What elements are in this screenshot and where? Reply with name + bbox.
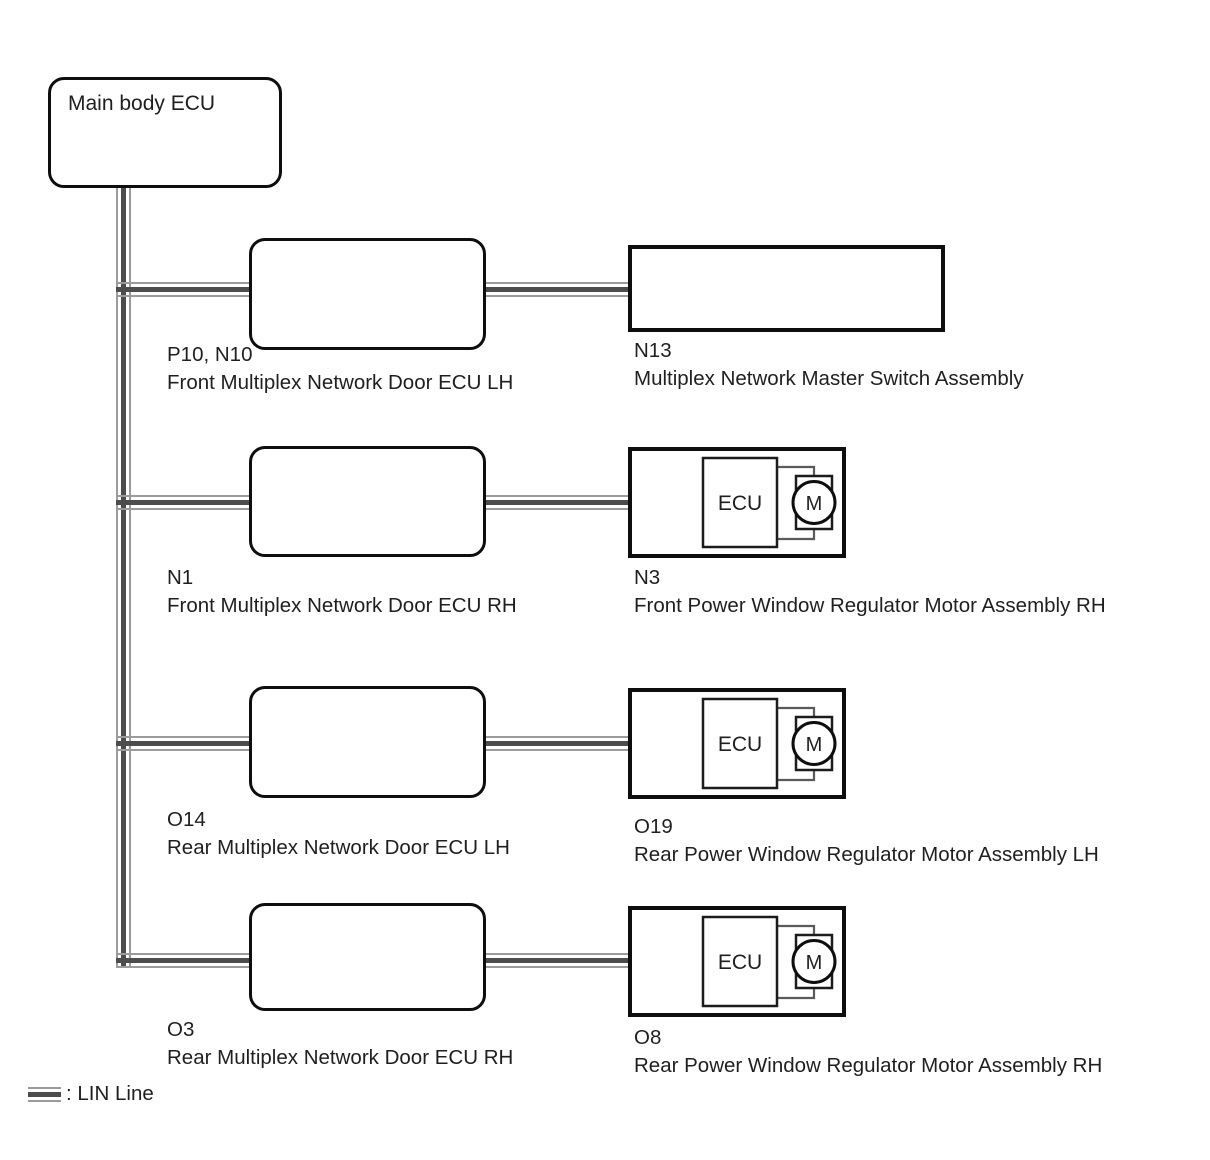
motor-assembly-box-row4: ECU M: [628, 906, 846, 1017]
motor-circle: [791, 939, 837, 984]
label-row4-right: O8 Rear Power Window Regulator Motor Ass…: [634, 1024, 1102, 1080]
inner-ecu-box: [701, 697, 779, 790]
label-row1-left-name: Front Multiplex Network Door ECU LH: [167, 371, 514, 394]
legend: : LIN Line: [28, 1082, 154, 1106]
label-row3-left-code: O14: [167, 808, 206, 831]
label-row3-right-code: O19: [634, 815, 673, 838]
label-row3-left-name: Rear Multiplex Network Door ECU LH: [167, 836, 510, 859]
inner-ecu-box: [701, 456, 779, 549]
inner-ecu-label: ECU: [718, 492, 762, 515]
inner-ecu-label: ECU: [718, 733, 762, 756]
label-row2-right-code: N3: [634, 566, 661, 589]
motor-assembly-box-row3: ECU M: [628, 688, 846, 799]
master-switch-box: [628, 245, 945, 332]
door-ecu-box-row4: [249, 903, 486, 1011]
label-row2-right: N3 Front Power Window Regulator Motor As…: [634, 564, 1106, 620]
label-row3-right: O19 Rear Power Window Regulator Motor As…: [634, 813, 1099, 869]
lin-line-symbol: [28, 1086, 61, 1102]
motor-assembly-graphic: ECU M: [628, 688, 846, 799]
main-body-ecu-label: Main body ECU: [68, 92, 216, 115]
label-row1-right-code: N13: [634, 339, 672, 362]
label-row4-left-code: O3: [167, 1018, 195, 1041]
motor-m-label: M: [806, 734, 823, 756]
label-row2-right-name: Front Power Window Regulator Motor Assem…: [634, 594, 1106, 617]
lin-branch-row2-left: [116, 495, 253, 510]
door-ecu-box-row2: [249, 446, 486, 557]
motor-assembly-graphic: ECU M: [628, 447, 846, 558]
label-row1-left-code: P10, N10: [167, 343, 253, 366]
door-ecu-box-row3: [249, 686, 486, 798]
lin-trunk-line: [116, 188, 131, 968]
lin-branch-row4-left: [116, 953, 253, 968]
label-row4-right-code: O8: [634, 1026, 662, 1049]
label-row2-left-code: N1: [167, 566, 194, 589]
label-row3-left: O14 Rear Multiplex Network Door ECU LH: [167, 806, 510, 862]
label-row1-left: P10, N10 Front Multiplex Network Door EC…: [167, 341, 513, 397]
label-row1-right: N13 Multiplex Network Master Switch Asse…: [634, 337, 1024, 393]
label-row4-left-name: Rear Multiplex Network Door ECU RH: [167, 1046, 514, 1069]
motor-m-label: M: [806, 493, 823, 515]
label-row2-left-name: Front Multiplex Network Door ECU RH: [167, 594, 517, 617]
lin-branch-row1-left: [116, 282, 253, 297]
inner-ecu-label: ECU: [718, 951, 762, 974]
motor-circle: [791, 480, 837, 525]
lin-branch-row2-right: [482, 495, 632, 510]
lin-branch-row3-right: [482, 736, 632, 751]
label-row1-right-name: Multiplex Network Master Switch Assembly: [634, 367, 1024, 390]
lin-branch-row4-right: [482, 953, 632, 968]
door-ecu-box-row1: [249, 238, 486, 350]
label-row4-left: O3 Rear Multiplex Network Door ECU RH: [167, 1016, 513, 1072]
label-row4-right-name: Rear Power Window Regulator Motor Assemb…: [634, 1054, 1103, 1077]
motor-assembly-graphic: ECU M: [628, 906, 846, 1017]
motor-assembly-box-row2: ECU M: [628, 447, 846, 558]
lin-branch-row1-right: [482, 282, 632, 297]
label-row3-right-name: Rear Power Window Regulator Motor Assemb…: [634, 843, 1099, 866]
motor-m-label: M: [806, 952, 823, 974]
label-row2-left: N1 Front Multiplex Network Door ECU RH: [167, 564, 517, 620]
motor-circle: [791, 721, 837, 766]
lin-branch-row3-left: [116, 736, 253, 751]
main-body-ecu-box: Main body ECU: [48, 77, 282, 188]
inner-ecu-box: [701, 915, 779, 1008]
legend-label: : LIN Line: [66, 1082, 154, 1105]
